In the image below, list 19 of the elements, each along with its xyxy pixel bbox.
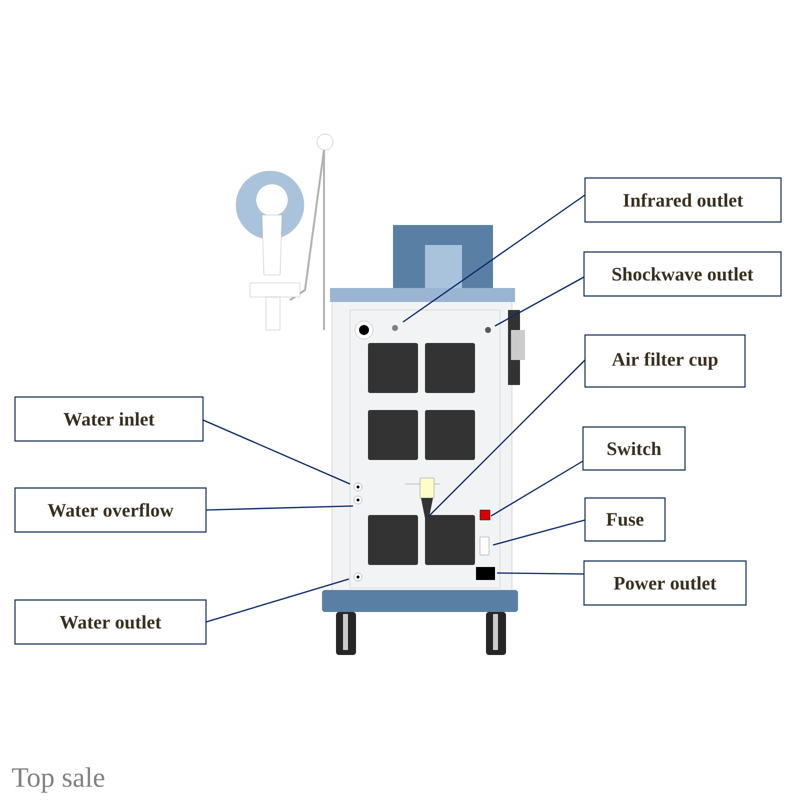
label-box: Water inlet xyxy=(14,396,204,442)
label-box: Water overflow xyxy=(14,487,207,533)
leader-line xyxy=(490,460,584,517)
label-box: Water outlet xyxy=(14,599,207,645)
label-box: Shockwave outlet xyxy=(583,251,782,297)
leader-line xyxy=(494,276,584,327)
leader-line xyxy=(497,572,584,575)
label-box: Switch xyxy=(582,426,686,471)
leader-line xyxy=(206,505,354,511)
label-box: Infrared outlet xyxy=(584,177,782,223)
caption-text: Top sale xyxy=(12,767,104,793)
leader-line xyxy=(428,360,586,518)
leader-line xyxy=(202,419,350,485)
leader-line xyxy=(492,519,586,546)
label-box: Fuse xyxy=(584,497,666,542)
label-box: Power outlet xyxy=(583,560,747,606)
leader-line xyxy=(206,578,350,623)
leader-line xyxy=(402,194,586,323)
label-box: Air filter cup xyxy=(584,334,746,388)
